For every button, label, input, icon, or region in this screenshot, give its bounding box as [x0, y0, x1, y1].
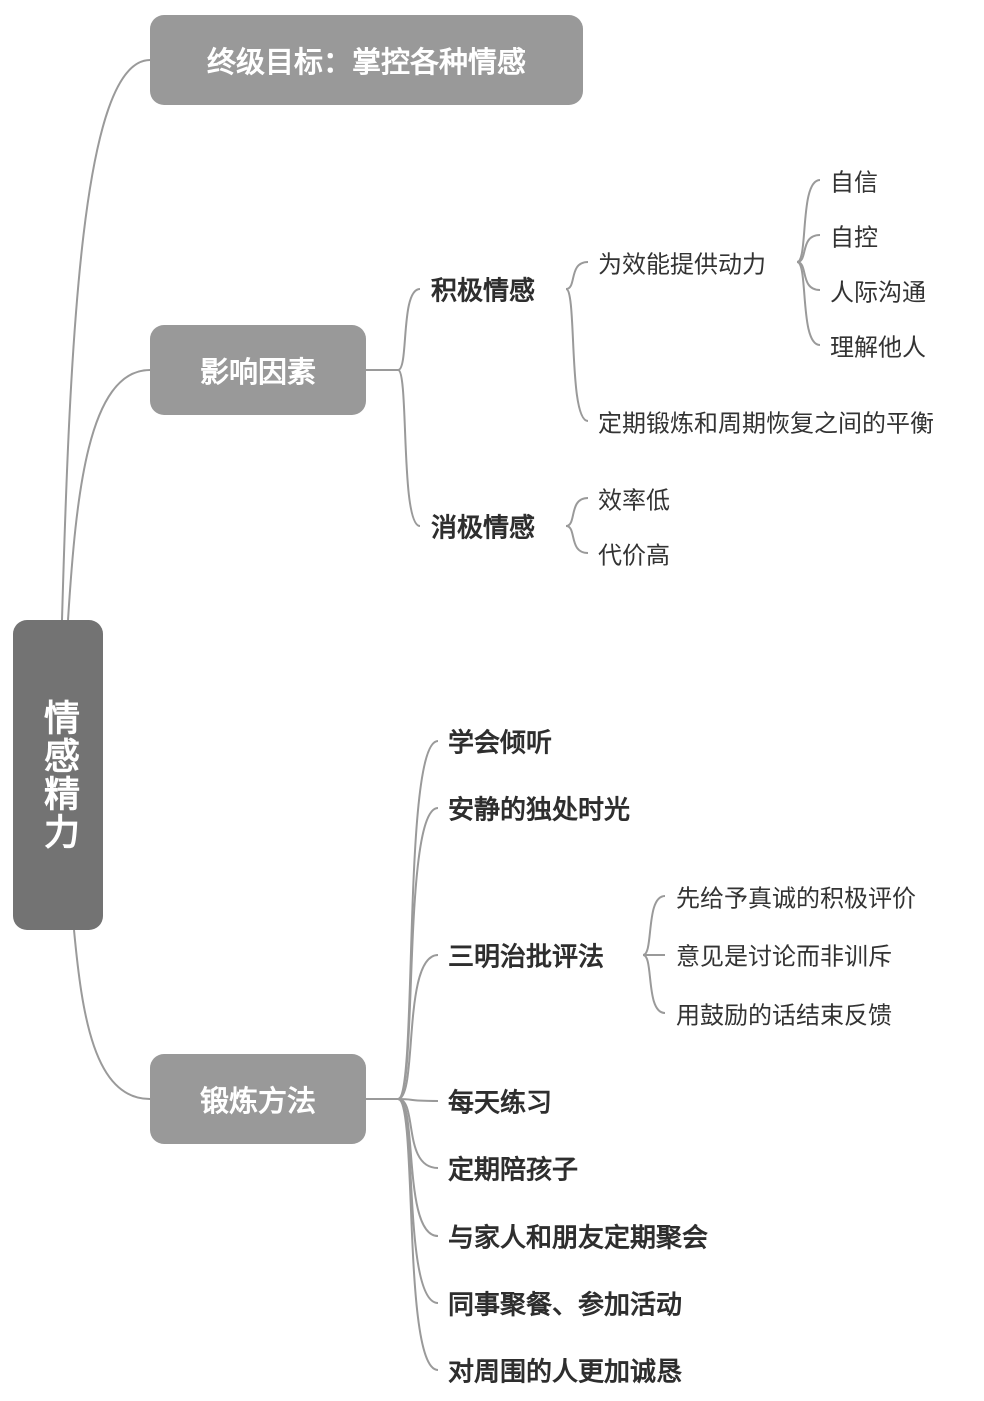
factors-label: 影响因素 [199, 355, 316, 389]
methods-label: 锻炼方法 [199, 1084, 316, 1118]
connector [67, 369, 151, 621]
power-item[interactable]: 理解他人 [830, 333, 926, 362]
sandwich-item[interactable]: 先给予真诚的积极评价 [676, 884, 916, 913]
power-node[interactable]: 为效能提供动力 [598, 250, 766, 279]
connector [565, 288, 589, 422]
sandwich-item[interactable]: 意见是讨论而非训斥 [676, 942, 892, 971]
connector [642, 895, 666, 956]
root-label: 情感精力 [38, 699, 79, 851]
power-item[interactable]: 自信 [830, 168, 878, 197]
connector [642, 954, 666, 1014]
method-item[interactable]: 与家人和朋友定期聚会 [448, 1223, 709, 1254]
methods-node[interactable]: 锻炼方法 [150, 1054, 366, 1144]
goal-label: 终级目标：掌控各种情感 [206, 45, 526, 79]
negative-item[interactable]: 代价高 [598, 541, 670, 570]
connector [61, 59, 151, 621]
connector [397, 954, 439, 1100]
method-item[interactable]: 定期陪孩子 [448, 1155, 579, 1186]
connector [796, 234, 821, 263]
connector [397, 1098, 439, 1304]
connector [796, 261, 821, 346]
connector [565, 497, 589, 527]
method-item[interactable]: 三明治批评法 [448, 942, 605, 973]
factors-node[interactable]: 影响因素 [150, 325, 366, 415]
connector [397, 288, 421, 371]
method-item[interactable]: 学会倾听 [448, 728, 553, 759]
method-item[interactable]: 对周围的人更加诚恳 [448, 1357, 683, 1388]
negative-item[interactable]: 效率低 [598, 486, 670, 515]
root-node[interactable]: 情感精力 [13, 620, 103, 930]
connector [397, 369, 421, 527]
positive-emotion-node[interactable]: 积极情感 [431, 276, 536, 307]
connector [397, 1098, 439, 1371]
method-item[interactable]: 同事聚餐、参加活动 [448, 1290, 683, 1321]
goal-node[interactable]: 终级目标：掌控各种情感 [150, 15, 583, 105]
connector [397, 740, 439, 1100]
connector [73, 929, 151, 1100]
connector [796, 179, 821, 263]
method-item[interactable]: 安静的独处时光 [448, 795, 631, 826]
negative-emotion-node[interactable]: 消极情感 [431, 513, 536, 544]
connector [397, 1098, 439, 1102]
connector [565, 525, 589, 554]
balance-node[interactable]: 定期锻炼和周期恢复之间的平衡 [598, 409, 934, 438]
connector [565, 261, 589, 290]
method-item[interactable]: 每天练习 [448, 1088, 553, 1119]
connector [397, 807, 439, 1100]
power-item[interactable]: 自控 [830, 223, 878, 252]
sandwich-item[interactable]: 用鼓励的话结束反馈 [676, 1001, 892, 1030]
power-item[interactable]: 人际沟通 [830, 278, 926, 307]
